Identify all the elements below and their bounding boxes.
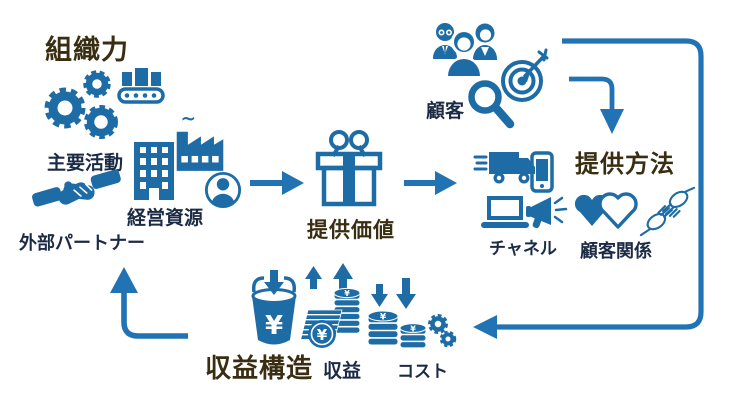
center-person-figure	[445, 28, 483, 77]
target-dart-icon	[501, 48, 549, 102]
money-bucket-icon: ¥	[251, 270, 297, 345]
arrow-customers-to-method	[569, 76, 624, 134]
coin-stack-left: ¥	[367, 310, 399, 346]
customer-relations-label: 顧客関係	[580, 241, 652, 261]
channel-label: チャネル	[489, 239, 557, 258]
people-group-icon	[433, 23, 497, 77]
svg-text:¥: ¥	[410, 325, 416, 334]
svg-text:¥: ¥	[317, 326, 328, 344]
man-glasses-figure	[433, 23, 457, 59]
key-activities-label: 主要活動	[47, 153, 124, 174]
handshake-icon	[32, 169, 121, 207]
customers-label: 顧客	[426, 101, 465, 122]
gift-icon	[315, 130, 383, 207]
woman-figure	[473, 23, 497, 60]
value-proposition-label: 提供価値	[307, 219, 395, 242]
coin-stack-right: ¥	[399, 323, 427, 349]
revenue-label: 収益	[323, 361, 362, 382]
partners-label: 外部パートナー	[19, 233, 145, 253]
gear-small	[83, 70, 111, 98]
reaching-hands-icon	[639, 186, 696, 237]
megaphone-icon	[526, 196, 568, 229]
conveyor-belt-icon	[117, 68, 165, 104]
svg-text:¥: ¥	[344, 289, 350, 298]
gears-icon	[44, 68, 165, 139]
arrow-value-to-delivery	[404, 171, 457, 195]
cost-label: コスト	[397, 362, 448, 381]
gear-big	[44, 87, 86, 129]
smartphone-icon	[530, 151, 554, 193]
up-arrows	[305, 263, 353, 292]
money-stack-up-icon: ¥ ¥	[300, 263, 361, 348]
person-circle-icon	[204, 171, 242, 209]
organization-heading: 組織力	[45, 35, 129, 65]
cost-gears-icon	[428, 314, 457, 348]
gear-medium	[84, 105, 118, 139]
arrow-revenue-to-organization	[110, 267, 188, 339]
hearts-icon	[574, 192, 638, 229]
factory-icon: ~	[176, 108, 224, 171]
svg-text:¥: ¥	[380, 313, 387, 323]
smoke-tilde: ~	[180, 108, 196, 129]
magnifying-glass-icon	[468, 80, 515, 129]
coin-stack-tall: ¥	[333, 287, 361, 334]
bucket-yen-symbol: ¥	[265, 311, 283, 341]
delivery-method-heading: 提供方法	[575, 151, 675, 178]
yen-coin: ¥	[308, 320, 336, 348]
down-arrows	[371, 278, 416, 309]
laptop-icon	[481, 196, 529, 228]
coins-down-gears-icon: ¥ ¥	[367, 278, 457, 349]
arrow-resources-to-value	[250, 171, 304, 195]
resources-label: 経営資源	[127, 208, 204, 229]
office-building-icon	[134, 142, 174, 200]
revenue-structure-heading: 収益構造	[205, 353, 314, 383]
arrow-loop-right-to-revenue	[473, 38, 704, 339]
